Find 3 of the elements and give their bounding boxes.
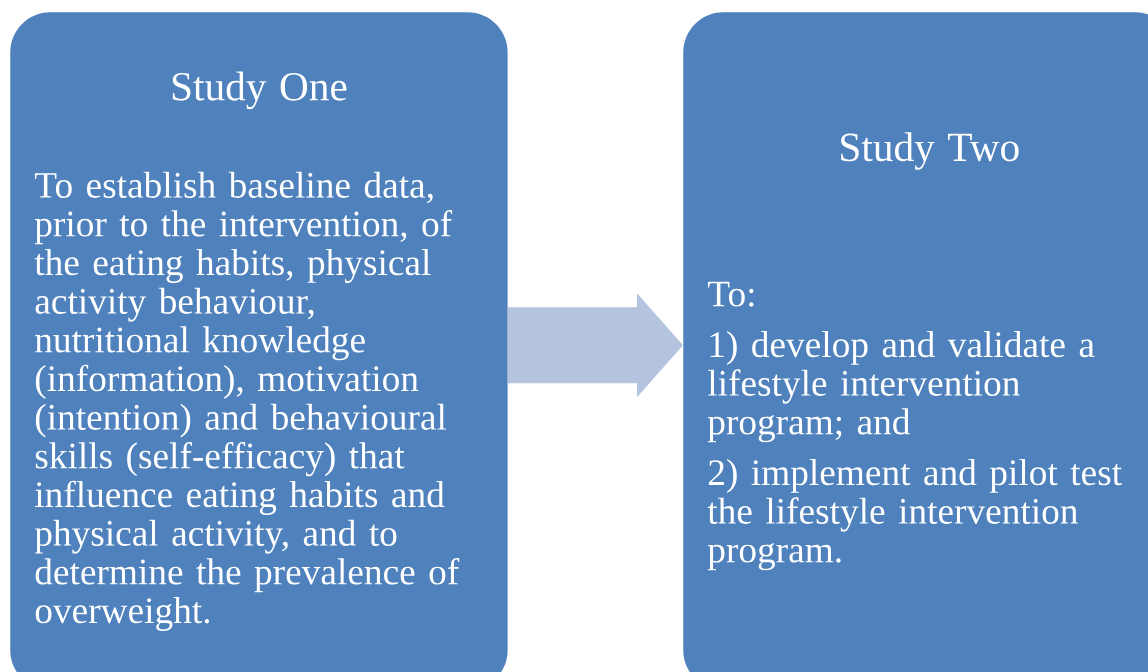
- block-arrow: [507, 293, 683, 398]
- study-box: Study Two To: 1) develop and validate a lifestyle intervention program; and 2) implement and pilot test the lifestyle intervention program.: [683, 12, 1148, 672]
- study-box: Study One To establish baseline data, prior to the intervention, of the eating habits, physical activity behaviour, nutritional knowledge (information), motivation (intention) and behavioural skills (self-efficacy) that influence eating habits and physical activity, and to determine the prevalence of overweight.: [10, 12, 508, 672]
